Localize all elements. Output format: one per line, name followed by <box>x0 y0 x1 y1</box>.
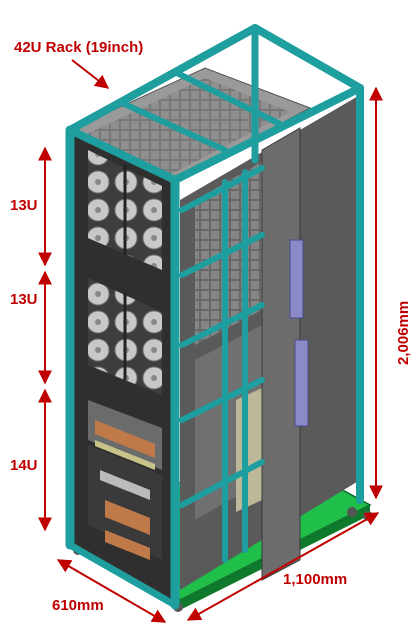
fan-module-middle <box>88 278 162 395</box>
section-bottom-label: 14U <box>10 457 38 474</box>
rack-foot <box>347 507 357 517</box>
pdu-upper <box>289 239 304 319</box>
rack-title-arrow <box>71 59 110 89</box>
section-top-label: 13U <box>10 197 38 214</box>
depth-dim-label: 1,100mm <box>283 571 347 588</box>
fan-module-top <box>88 150 162 270</box>
width-dim-label: 610mm <box>52 597 104 614</box>
side-equipment-beige <box>236 388 262 512</box>
section-middle-label: 13U <box>10 291 38 308</box>
rack-title-label: 42U Rack (19inch) <box>14 39 143 56</box>
rack-frame <box>65 24 364 610</box>
pdu-lower <box>294 339 309 427</box>
cable-column <box>261 127 301 581</box>
depth-dim-arrow <box>186 512 380 621</box>
equipment-bottom <box>88 400 162 560</box>
width-dim-arrow <box>56 559 167 623</box>
height-dim-label: 2,006mm <box>395 301 412 365</box>
